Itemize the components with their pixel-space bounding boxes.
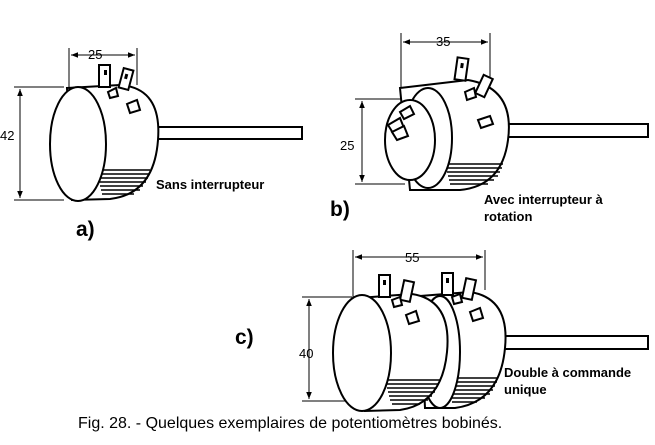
b-part-label: b)	[330, 198, 350, 221]
figure-caption: Fig. 28. - Quelques exemplaires de poten…	[78, 415, 503, 432]
b-description: Avec interrupteur à rotation	[484, 192, 603, 224]
c-height-dimension: 40	[299, 346, 314, 361]
a-height-dimension: 42	[0, 128, 15, 143]
a-part-label: a)	[76, 218, 95, 241]
potentiometer-b-drawing	[355, 33, 649, 191]
c-part-label: c)	[235, 326, 254, 349]
b-width-dimension: 35	[436, 34, 451, 49]
a-width-dimension: 25	[88, 47, 103, 62]
c-description: Double à commande unique	[504, 365, 632, 397]
potentiometer-c-drawing	[302, 250, 649, 413]
c-width-dimension: 55	[405, 250, 420, 265]
b-height-dimension: 25	[340, 138, 355, 153]
potentiometer-a-drawing	[14, 48, 303, 202]
a-description: Sans interrupteur	[156, 177, 265, 192]
